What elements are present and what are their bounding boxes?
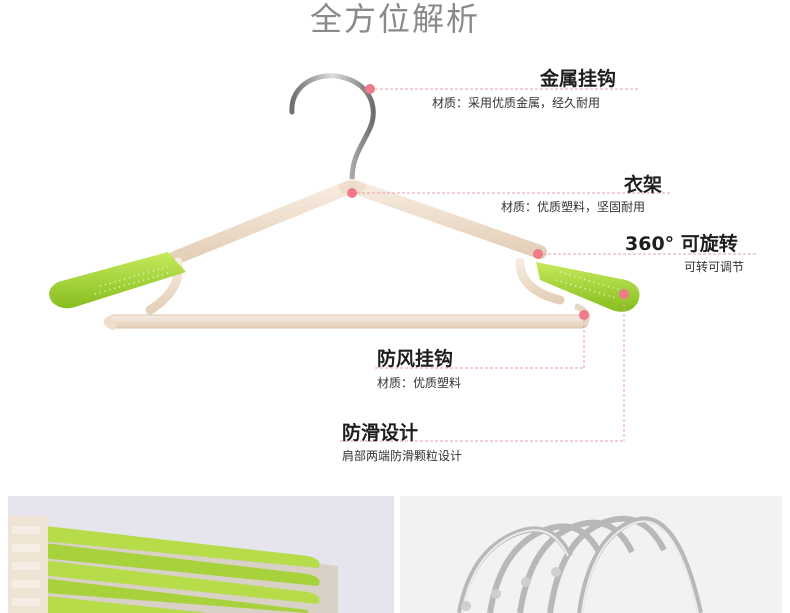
- marker-dots: [347, 84, 629, 320]
- metal-hook: [289, 73, 376, 191]
- callout-anti-slip-title: 防滑设计: [342, 422, 419, 444]
- callout-wind-hook-desc: 材质：优质塑料: [377, 376, 462, 390]
- callout-rotate-title: 360° 可旋转: [625, 233, 738, 255]
- hanger-illustration: [49, 73, 758, 442]
- callout-metal-hook-title: 金属挂钩: [540, 68, 617, 90]
- dot-rotate: [533, 249, 543, 259]
- right-grip: [536, 262, 640, 312]
- photo-stacked-grips: [8, 496, 394, 613]
- dot-wind-hook: [579, 310, 589, 320]
- dot-frame: [347, 188, 357, 198]
- callout-rotate-desc: 可转可调节: [684, 260, 745, 274]
- callout-frame-desc: 材质：优质塑料，坚固耐用: [501, 200, 646, 214]
- callout-frame-title: 衣架: [624, 174, 663, 196]
- callout-anti-slip-desc: 肩部两端防滑颗粒设计: [342, 449, 463, 463]
- photo-metal-hooks: [400, 496, 782, 613]
- hanger-frame: [103, 179, 590, 331]
- left-grip: [49, 252, 186, 309]
- dot-metal-hook: [365, 84, 375, 94]
- callout-wind-hook-title: 防风挂钩: [377, 348, 454, 370]
- guide-lines: [340, 88, 758, 442]
- dot-anti-slip: [619, 289, 629, 299]
- page-title: 全方位解析: [309, 0, 480, 38]
- callout-metal-hook-desc: 材质：采用优质金属，经久耐用: [432, 96, 601, 110]
